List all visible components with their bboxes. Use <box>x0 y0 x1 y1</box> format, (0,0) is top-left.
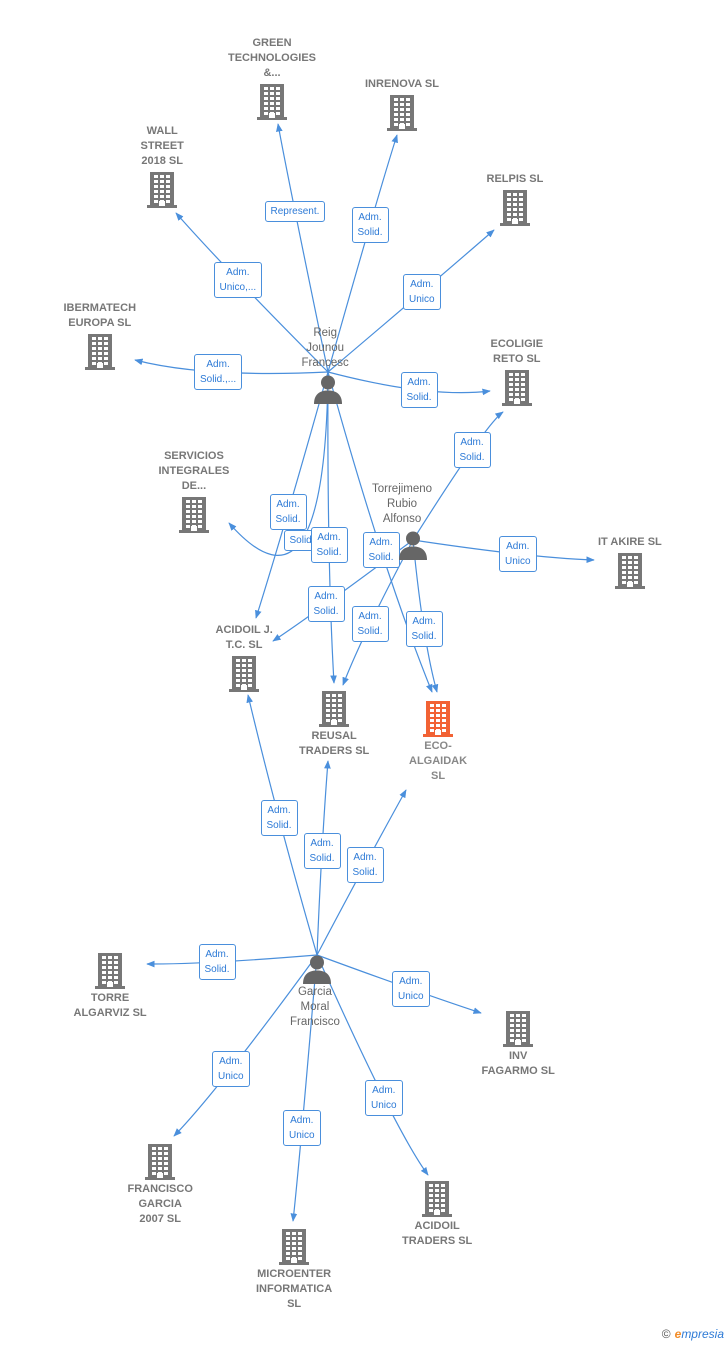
building-icon[interactable] <box>422 1181 452 1222</box>
company-label-acidoiljtc[interactable]: ACIDOIL J. T.C. SL <box>215 624 273 651</box>
edge-label-torrejimeno-to-eco[interactable]: Adm. Solid. <box>405 611 443 647</box>
edge-label-garcia-to-microenter[interactable]: Adm. Unico <box>283 1110 321 1146</box>
edge-label-reig-to-acidoiljtc[interactable]: Adm. Solid. <box>269 494 307 530</box>
company-label-itakire[interactable]: IT AKIRE SL <box>598 536 662 548</box>
company-label-inrenova[interactable]: INRENOVA SL <box>365 78 439 90</box>
building-icon[interactable] <box>179 497 209 538</box>
edge-label-reig-to-eco[interactable]: Adm. Solid. <box>362 532 400 568</box>
edge-label-torrejimeno-to-reusal[interactable]: Adm. Solid. <box>351 606 389 642</box>
person-icon[interactable] <box>302 954 332 989</box>
building-icon[interactable] <box>615 553 645 594</box>
company-label-reusal[interactable]: REUSAL TRADERS SL <box>299 730 370 757</box>
edge-label-reig-to-inrenova[interactable]: Adm. Solid. <box>351 207 389 243</box>
company-label-acidoiltraders[interactable]: ACIDOIL TRADERS SL <box>402 1220 473 1247</box>
building-icon[interactable] <box>279 1229 309 1270</box>
company-label-eco[interactable]: ECO- ALGAIDAK SL <box>409 740 468 782</box>
edge-label-garcia-to-acidoiltraders[interactable]: Adm. Unico <box>365 1080 403 1116</box>
person-icon[interactable] <box>398 530 428 565</box>
building-icon[interactable] <box>423 701 453 742</box>
company-label-franciscogarcia[interactable]: FRANCISCO GARCIA 2007 SL <box>127 1183 193 1225</box>
company-label-ibermatech[interactable]: IBERMATECH EUROPA SL <box>63 302 137 329</box>
edge-label-reig-to-ecoligie[interactable]: Adm. Solid. <box>400 372 438 408</box>
edge-label-torrejimeno-to-ecoligie[interactable]: Adm. Solid. <box>453 432 491 468</box>
edge-label-reig-to-ibermatech[interactable]: Adm. Solid.,... <box>194 354 243 390</box>
building-icon[interactable] <box>85 334 115 375</box>
company-label-torre[interactable]: TORRE ALGARVIZ SL <box>73 992 147 1019</box>
edge-label-torrejimeno-to-itakire[interactable]: Adm. Unico <box>499 536 537 572</box>
person-icon[interactable] <box>313 374 343 409</box>
company-label-invfagarmo[interactable]: INV FAGARMO SL <box>481 1050 555 1077</box>
edge-label-garcia-to-eco[interactable]: Adm. Solid. <box>346 847 384 883</box>
person-label-garcia[interactable]: Garcia Moral Francisco <box>290 986 340 1028</box>
building-icon[interactable] <box>500 190 530 231</box>
building-icon[interactable] <box>145 1144 175 1185</box>
company-label-relpis[interactable]: RELPIS SL <box>486 173 544 185</box>
building-icon[interactable] <box>257 84 287 125</box>
building-icon[interactable] <box>229 656 259 697</box>
company-label-servicios[interactable]: SERVICIOS INTEGRALES DE... <box>158 450 230 492</box>
building-icon[interactable] <box>387 95 417 136</box>
edge-label-garcia-to-acidoiljtc[interactable]: Adm. Solid. <box>260 800 298 836</box>
edge-garcia-to-franciscogarcia <box>173 954 318 1137</box>
edge-label-reig-to-wallstreet[interactable]: Adm. Unico,... <box>213 262 263 298</box>
company-label-ecoligie[interactable]: ECOLIGIE RETO SL <box>490 338 544 365</box>
building-icon[interactable] <box>147 172 177 213</box>
person-label-torrejimeno[interactable]: Torrejimeno Rubio Alfonso <box>372 483 433 525</box>
empresia-watermark: ©empresia <box>661 1327 724 1341</box>
edge-label-garcia-to-franciscogarcia[interactable]: Adm. Unico <box>212 1051 250 1087</box>
edge-label-torrejimeno-to-acidoiljtc[interactable]: Adm. Solid. <box>307 586 345 622</box>
building-icon[interactable] <box>95 953 125 994</box>
edge-label-reig-to-green[interactable]: Represent. <box>264 200 326 222</box>
edge-label-garcia-to-reusal[interactable]: Adm. Solid. <box>303 833 341 869</box>
edge-label-reig-to-reusal[interactable]: Adm. Solid. <box>310 527 348 563</box>
company-label-green[interactable]: GREEN TECHNOLOGIES &... <box>228 37 317 79</box>
edge-label-garcia-to-invfagarmo[interactable]: Adm. Unico <box>392 971 430 1007</box>
building-icon[interactable] <box>319 691 349 732</box>
edge-label-garcia-to-torre[interactable]: Adm. Solid. <box>198 944 236 980</box>
person-label-reig[interactable]: Reig Jounou Francesc <box>301 327 349 369</box>
edge-label-reig-to-relpis[interactable]: Adm. Unico <box>403 274 441 310</box>
company-label-wallstreet[interactable]: WALL STREET 2018 SL <box>140 125 184 167</box>
building-icon[interactable] <box>502 370 532 411</box>
company-label-microenter[interactable]: MICROENTER INFORMATICA SL <box>256 1268 333 1310</box>
building-icon[interactable] <box>503 1011 533 1052</box>
